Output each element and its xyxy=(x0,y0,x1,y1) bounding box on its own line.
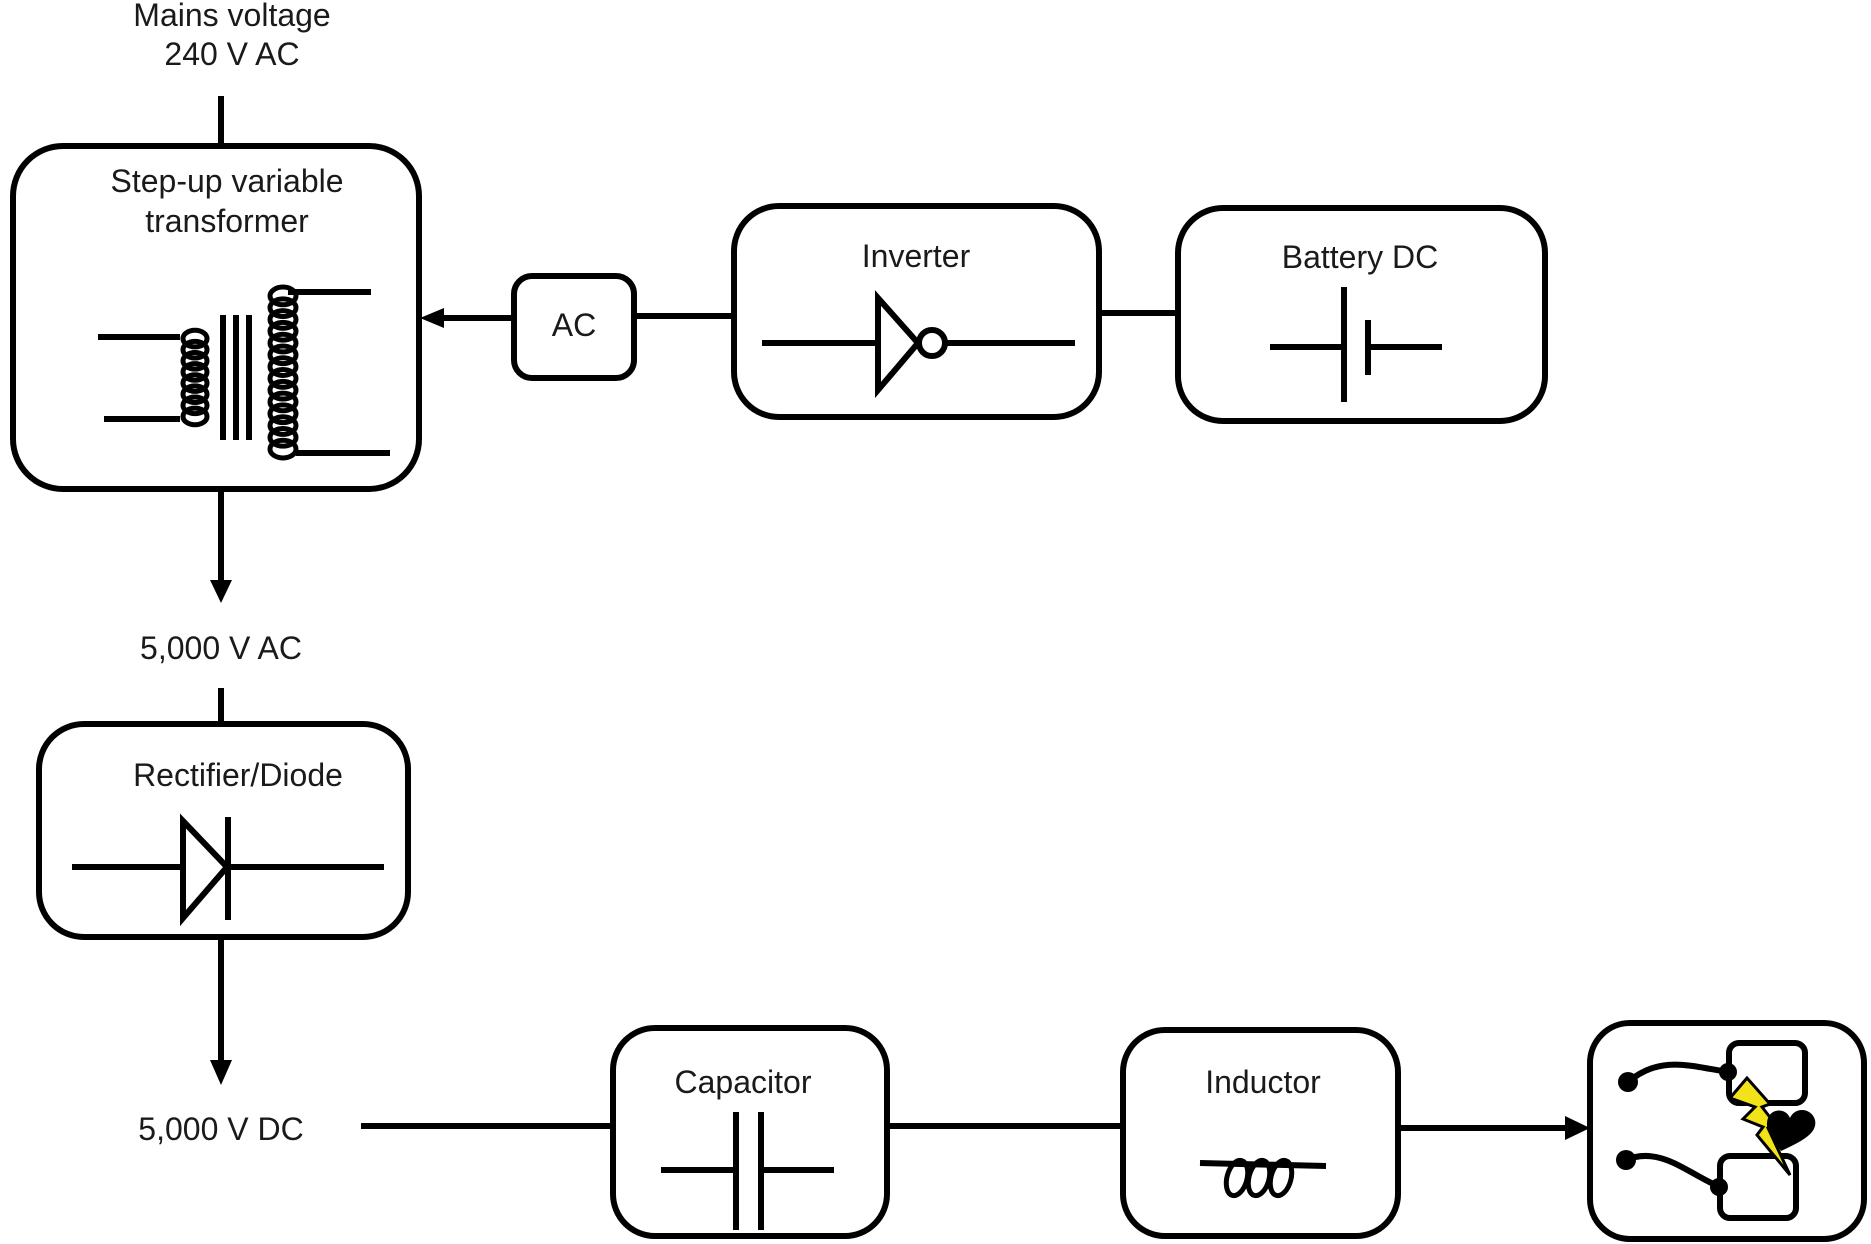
ac-label: AC xyxy=(552,307,596,343)
electrode-dot-icon xyxy=(1618,1072,1638,1092)
arrowhead-down-2 xyxy=(210,1060,232,1085)
heart-icon xyxy=(1766,1109,1816,1151)
inverter-label: Inverter xyxy=(862,238,971,274)
coil-loop xyxy=(267,414,299,437)
inductor-loop xyxy=(1267,1157,1295,1199)
inverter-block: Inverter xyxy=(731,203,1102,420)
coil-loop xyxy=(180,349,210,372)
transformer-label-line2: transformer xyxy=(145,203,309,239)
coil-loop xyxy=(267,284,299,308)
coil-loop xyxy=(267,437,299,461)
capacitor-box xyxy=(610,1025,890,1239)
coil-loop xyxy=(180,383,210,406)
battery-box xyxy=(1175,205,1548,424)
defibrillator-paddles-heart-icon xyxy=(1616,1040,1816,1221)
capacitor-label: Capacitor xyxy=(675,1064,812,1100)
5kv-dc-label: 5,000 V DC xyxy=(138,1111,303,1147)
coil-loop xyxy=(180,361,210,383)
rectifier-label: Rectifier/Diode xyxy=(133,757,343,793)
output-block xyxy=(1587,1020,1867,1242)
inductor-box xyxy=(1120,1027,1401,1239)
ac-box xyxy=(511,273,637,381)
mains-voltage-value: 240 V AC xyxy=(164,36,299,72)
coil-loop xyxy=(180,394,210,417)
lightning-bolt-icon xyxy=(1727,1075,1792,1176)
inductor-icon xyxy=(1199,1157,1327,1199)
inductor-block: Inductor xyxy=(1120,1027,1401,1239)
coil-loop xyxy=(267,378,299,402)
battery-label: Battery DC xyxy=(1282,239,1438,275)
coil-loop xyxy=(267,343,299,367)
arrowhead-right xyxy=(1565,1116,1590,1140)
inductor-label: Inductor xyxy=(1205,1064,1321,1100)
capacitor-block: Capacitor xyxy=(610,1025,890,1239)
coil-loop xyxy=(267,390,299,414)
coil-loop xyxy=(180,372,210,394)
battery-icon xyxy=(1270,287,1442,402)
diode-icon xyxy=(72,813,384,927)
arrowhead-left xyxy=(420,308,444,328)
5kv-ac-label: 5,000 V AC xyxy=(140,630,302,666)
coil-loop xyxy=(267,367,299,390)
coil-loop xyxy=(267,355,299,378)
transformer-icon xyxy=(98,284,390,461)
transformer-box xyxy=(10,143,422,492)
coil-loop xyxy=(267,402,299,426)
coil-loop xyxy=(180,338,210,361)
coil-loop xyxy=(267,296,299,320)
rectifier-box xyxy=(36,721,411,940)
coil-loop xyxy=(180,327,210,350)
ac-block: AC xyxy=(511,273,637,381)
arrowhead-down-1 xyxy=(210,580,232,603)
transformer-block: Step-up variable transformer xyxy=(10,143,422,492)
transformer-label-line1: Step-up variable xyxy=(110,163,343,199)
coil-loop xyxy=(180,405,210,428)
coil-loop xyxy=(267,331,299,355)
coil-loop xyxy=(267,308,299,331)
coil-loop xyxy=(267,319,299,343)
battery-block: Battery DC xyxy=(1175,205,1548,424)
capacitor-icon xyxy=(661,1112,834,1230)
rectifier-block: Rectifier/Diode xyxy=(36,721,411,940)
coil-loop xyxy=(267,425,299,449)
mains-voltage-label: Mains voltage xyxy=(133,0,330,33)
inverter-gate-icon xyxy=(762,290,1075,399)
